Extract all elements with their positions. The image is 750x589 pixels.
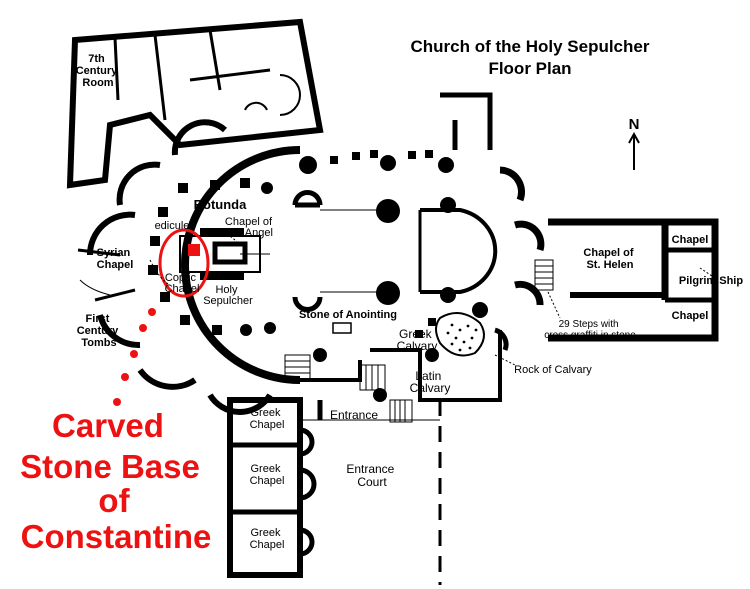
annotation-line1: Carved	[52, 407, 164, 444]
chapel-top-label: Chapel	[672, 234, 709, 246]
chapel-of-angel-label: Chapel of the Angel	[225, 216, 275, 239]
entrance-label: Entrance	[330, 408, 378, 422]
entrance-court-label: Entrance Court	[346, 462, 397, 489]
greek-chapel-3-label: Greek Chapel	[250, 527, 285, 551]
edicule	[179, 228, 270, 280]
syrian-chapel-label: Syrian Chapel	[97, 247, 134, 271]
annotation-line2: Stone Base	[20, 448, 200, 485]
latin-calvary-label: Latin Calvary	[410, 369, 451, 395]
rotunda-label: Rotunda	[194, 197, 247, 212]
rock-of-calvary-shape	[435, 312, 485, 357]
red-dot-trail	[113, 308, 156, 406]
north-label: N	[629, 116, 640, 133]
coptic-chapel-label: Coptic Chapel	[165, 272, 200, 295]
first-century-tombs-label: First Century Tombs	[77, 313, 122, 349]
rotunda	[77, 119, 301, 415]
annotation-line4: Constantine	[21, 518, 212, 555]
greek-chapel-2-label: Greek Chapel	[250, 463, 285, 487]
entrance-court-block	[227, 397, 442, 585]
annotation-line3: of	[98, 482, 130, 519]
chapel-st-helen-label: Chapel of St. Helen	[583, 247, 636, 271]
north-arrow-icon: N	[628, 116, 640, 170]
stone-of-anointing-label: Stone of Anointing	[299, 309, 397, 321]
map-title-line1: Church of the Holy Sepulcher	[411, 37, 650, 56]
rock-of-calvary-label: Rock of Calvary	[514, 364, 592, 376]
greek-calvary-label: Greek Calvary	[397, 327, 438, 353]
chapel-st-helen-block	[548, 218, 719, 342]
map-title-line2: Floor Plan	[488, 59, 571, 78]
seventh-century-room-block	[66, 18, 324, 189]
holy-sepulcher-label: Holy Sepulcher	[203, 284, 253, 307]
edicule-label: edicule	[155, 220, 190, 232]
chapel-bottom-label: Chapel	[672, 310, 709, 322]
highlight-ellipse	[158, 228, 210, 298]
greek-chapel-1-label: Greek Chapel	[250, 407, 285, 431]
seventh-century-room-label: 7th Century Room	[76, 53, 121, 89]
catholicon-nave	[284, 92, 554, 423]
pilgrim-ship-label: Pilgrim Ship	[679, 275, 743, 287]
